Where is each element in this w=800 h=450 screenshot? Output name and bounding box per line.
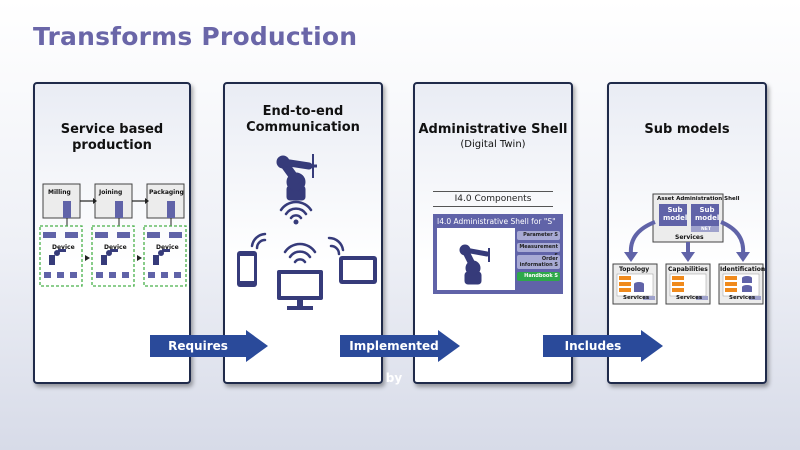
device-label: Device — [156, 244, 179, 251]
page-title: Transforms Production — [33, 22, 358, 51]
arrow-label: Requires — [168, 339, 228, 353]
tag-measurement: Measurement S — [517, 243, 560, 259]
panel-service-based-production: Service based production — [33, 82, 191, 384]
wifi-icon — [327, 236, 345, 256]
aas-label: Asset Administration Shell — [657, 196, 740, 202]
arrow-implemented-by: Implemented by — [340, 330, 460, 385]
services-label: Services — [623, 295, 650, 301]
category-identification: Identification — [720, 266, 766, 273]
wifi-icon — [250, 232, 267, 250]
step-label-packaging: Packaging — [149, 189, 184, 196]
panel-sub-models: Sub models Asset Ad — [607, 82, 767, 384]
tablet-icon — [339, 256, 377, 284]
robot-arm-icon — [276, 154, 317, 201]
sub-model-label: Sub model — [695, 206, 720, 222]
tag-order-information: Order information S — [517, 255, 560, 269]
administrative-shell-box: I4.0 Administrative Shell for "S" Parame… — [433, 214, 563, 294]
components-label: I4.0 Components — [454, 194, 532, 204]
panel-title: Sub models — [644, 122, 730, 137]
tag-handbook: Handbook S — [517, 272, 560, 281]
arrow-requires: Requires — [150, 330, 268, 362]
panel-title: Administrative Shell — [418, 122, 568, 137]
arrow-label: Implemented by — [349, 339, 439, 385]
device-label: Device — [52, 244, 75, 251]
process-flow-diagram — [39, 183, 187, 287]
services-label: Services — [675, 234, 704, 241]
panel-title: Service based production — [60, 122, 164, 153]
category-topology: Topology — [619, 266, 650, 273]
submodel-diagram — [612, 193, 764, 305]
category-capabilities: Capabilities — [668, 266, 708, 273]
shell-label: I4.0 Administrative Shell for "S" — [437, 217, 556, 226]
communication-illustration — [237, 154, 377, 310]
arrow-label: Includes — [564, 339, 622, 353]
services-label: Services — [729, 295, 756, 301]
services-label: Services — [676, 295, 703, 301]
step-label-milling: Milling — [48, 189, 71, 196]
arrow-includes: Includes — [543, 330, 663, 362]
panel-title: End-to-end Communication — [246, 104, 360, 135]
device-label: Device — [104, 244, 127, 251]
panel-administrative-shell: Administrative Shell (Digital Twin) I4.0… — [413, 82, 573, 384]
tag-parameter: Parameter S — [517, 231, 560, 240]
smartphone-icon — [237, 251, 257, 287]
sub-model-label: Sub model — [663, 206, 688, 222]
wifi-icon — [283, 242, 317, 264]
monitor-icon — [277, 270, 323, 310]
step-label-joining: Joining — [99, 189, 123, 196]
wifi-icon — [279, 200, 313, 225]
robot-arm-icon — [459, 244, 490, 285]
panel-subtitle: (Digital Twin) — [460, 139, 526, 150]
net-label: NET — [701, 227, 711, 232]
